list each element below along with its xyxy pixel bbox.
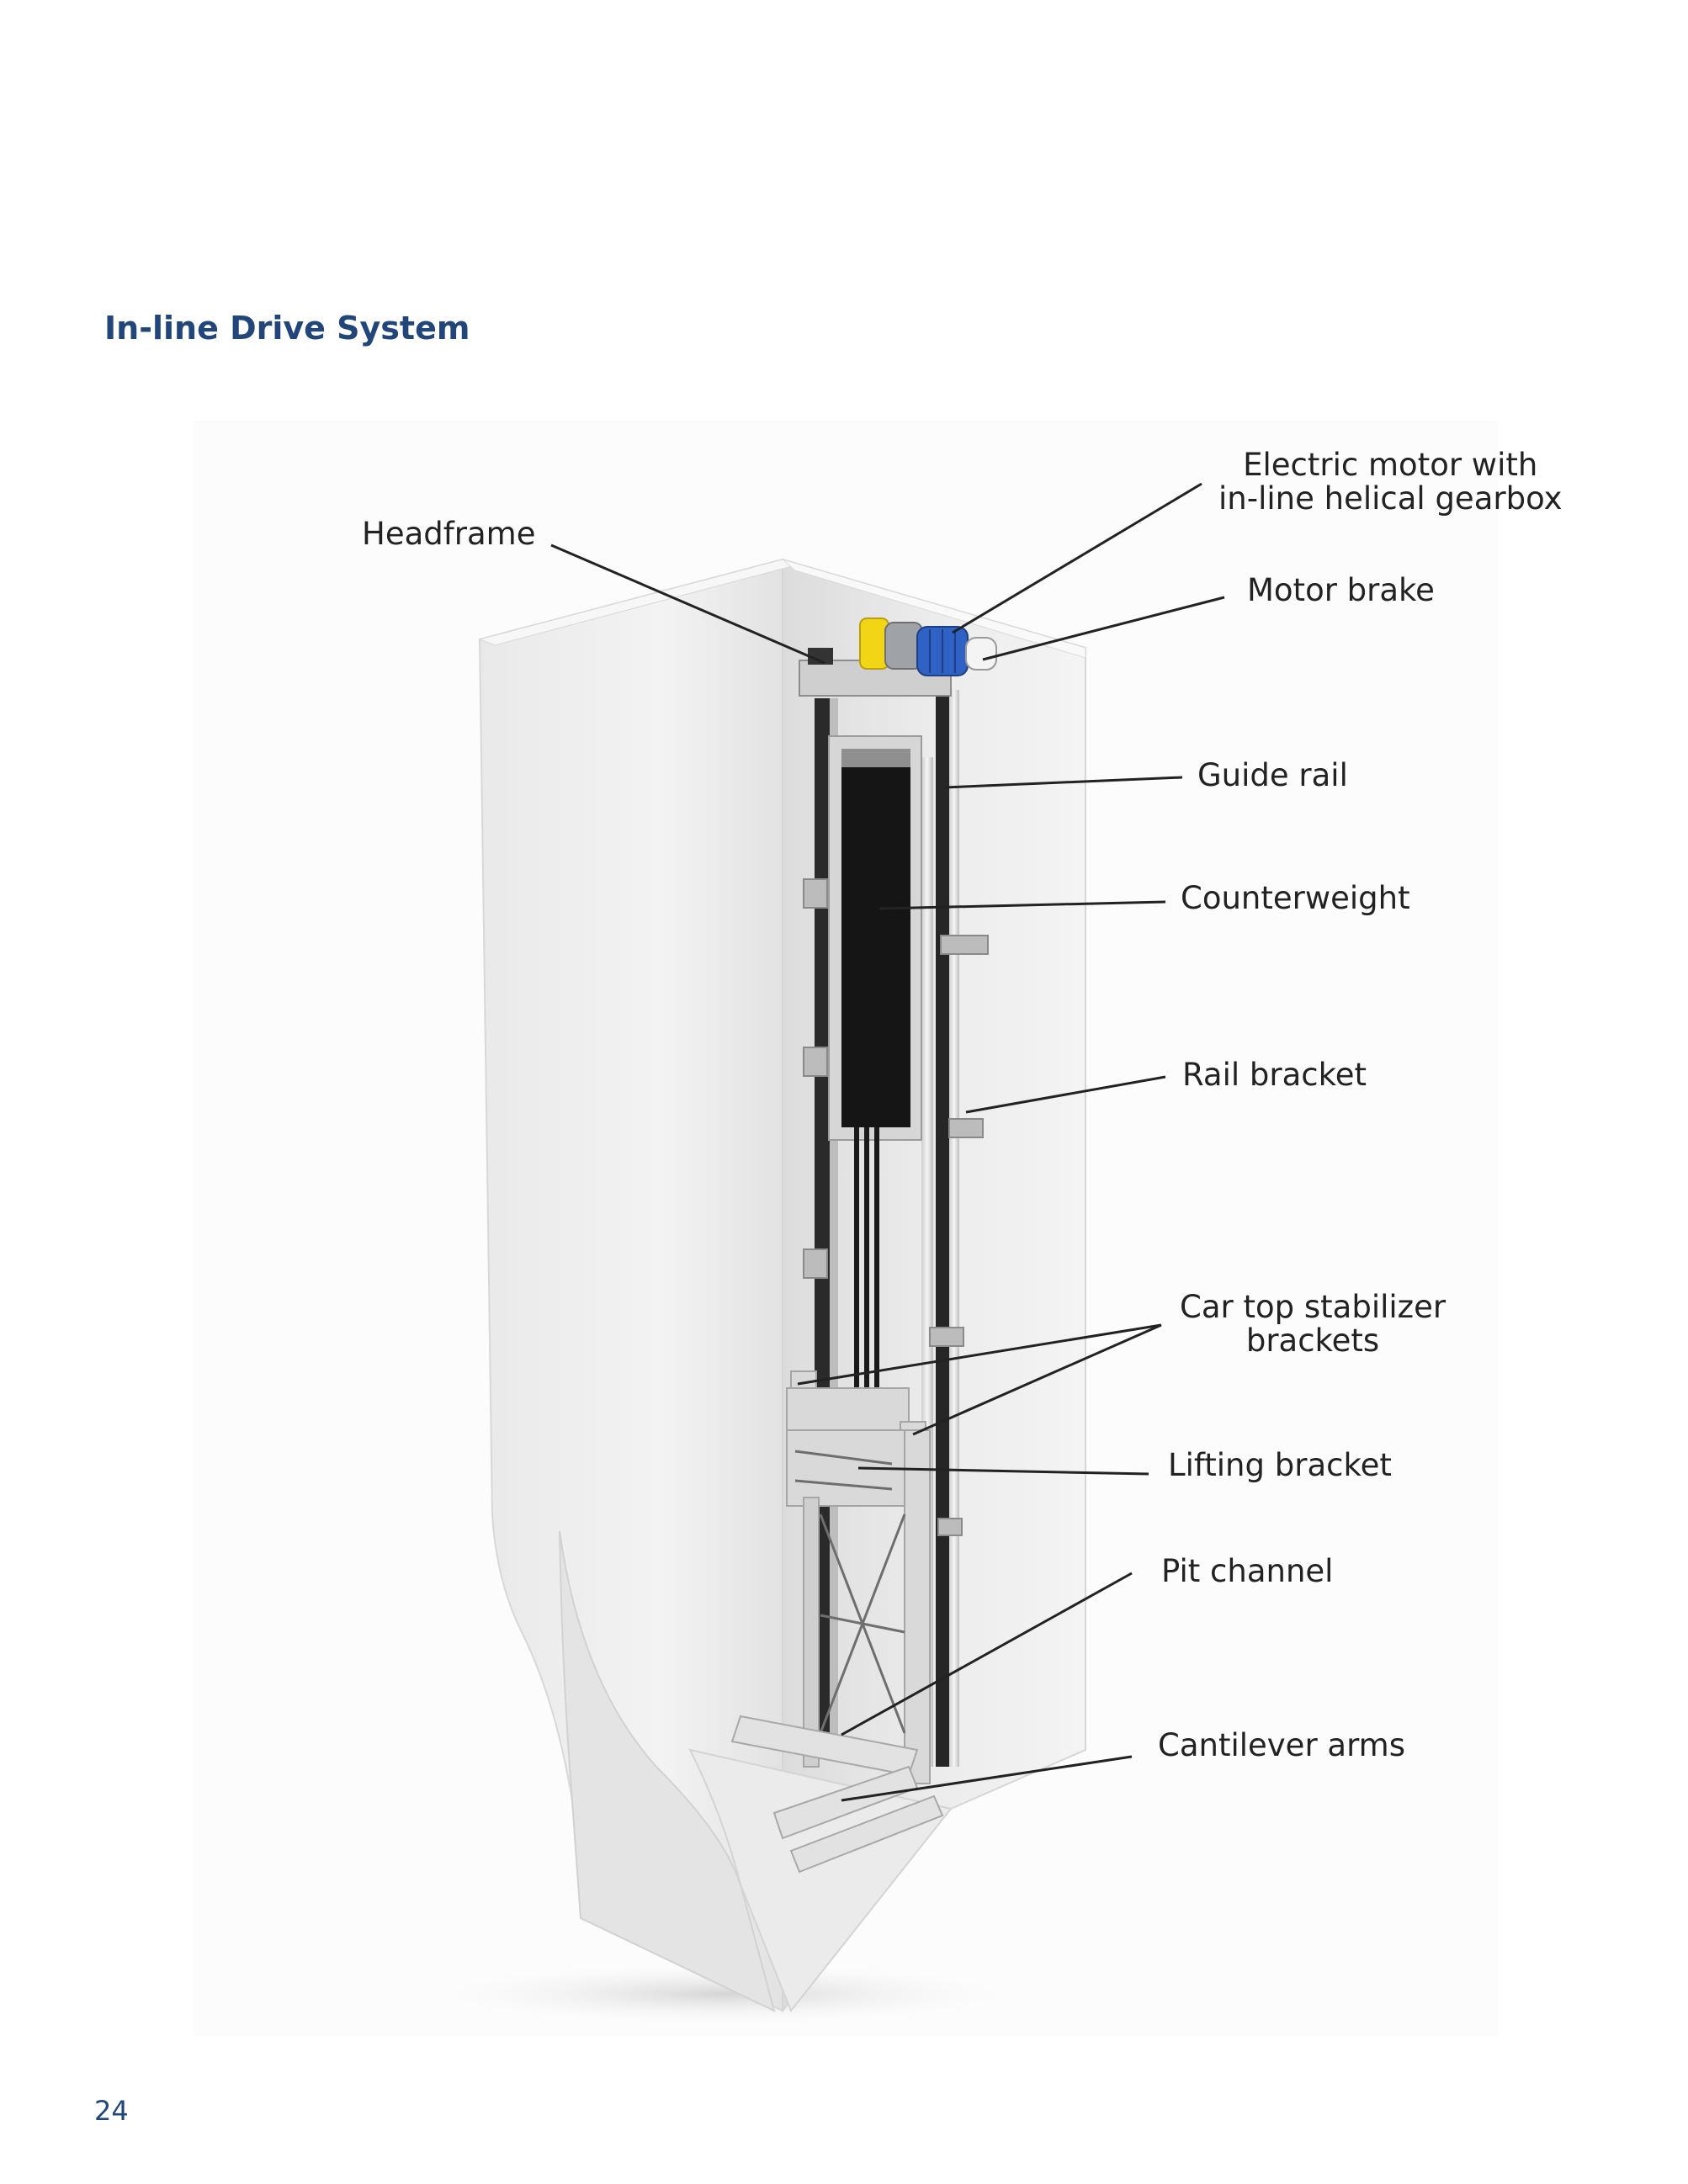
- motor-brake: [965, 637, 997, 671]
- callout-car-top-stabilizer: Car top stabilizer brackets: [1180, 1291, 1446, 1358]
- leader-lifting-bracket: [857, 1466, 1149, 1476]
- pit-assembly: [730, 1715, 944, 1874]
- callout-electric-motor: Electric motor with in-line helical gear…: [1218, 448, 1562, 516]
- leader-cantilever-arms: [841, 1755, 1133, 1802]
- leader-pit-channel: [841, 1572, 1133, 1736]
- rail-bracket: [803, 1248, 828, 1279]
- floor-shadow: [404, 1960, 1043, 2028]
- rail-bracket: [948, 1118, 984, 1138]
- sling-stile-left: [803, 1497, 820, 1768]
- leader-stabilizer-2: [912, 1323, 1162, 1436]
- guide-rail-right-face: [949, 690, 959, 1767]
- leader-motor-brake: [982, 596, 1225, 661]
- callout-electric-motor-line1: Electric motor with: [1243, 447, 1538, 483]
- counterweight-block: [841, 766, 910, 1127]
- leader-guide-rail: [943, 776, 1183, 789]
- callout-motor-brake: Motor brake: [1247, 572, 1435, 608]
- car-top-crosshead: [786, 1387, 910, 1431]
- car-sling: [786, 1370, 931, 1784]
- section-title: In-line Drive System: [104, 310, 470, 347]
- leader-stabilizer-1: [797, 1323, 1162, 1386]
- page-number: 24: [94, 2095, 129, 2127]
- rail-bracket: [937, 1518, 963, 1536]
- rail-bracket: [929, 1327, 964, 1347]
- rail-brackets: [803, 878, 989, 1536]
- callout-rail-bracket: Rail bracket: [1182, 1057, 1367, 1093]
- callout-headframe: Headframe: [362, 516, 536, 552]
- leader-lines: [550, 482, 1225, 1802]
- shaft-left-wall: [478, 558, 783, 2012]
- headframe-mount: [808, 648, 833, 665]
- rail-bracket: [803, 878, 828, 909]
- leader-rail-bracket: [965, 1075, 1166, 1114]
- shaft-left-cutaway: [559, 1530, 776, 2012]
- headframe-assembly: [799, 618, 997, 697]
- callout-stabilizer-line2: brackets: [1245, 1323, 1380, 1359]
- leader-motor: [952, 482, 1202, 634]
- leader-headframe: [550, 543, 825, 665]
- shaft-top-edge-right: [782, 559, 1086, 659]
- guide-rail-left-face: [830, 698, 838, 1750]
- lifting-bracket-detail: [794, 1450, 906, 1734]
- callout-counterweight: Counterweight: [1181, 880, 1410, 916]
- callout-electric-motor-line2: in-line helical gearbox: [1218, 480, 1563, 517]
- counterweight-assembly: [828, 735, 922, 1141]
- callout-cantilever-arms: Cantilever arms: [1158, 1727, 1405, 1763]
- motor-coupling: [859, 618, 889, 670]
- cantilever-arm: [789, 1794, 944, 1874]
- rail-bracket: [803, 1047, 828, 1077]
- callout-lifting-bracket: Lifting bracket: [1168, 1447, 1392, 1483]
- rail-bracket: [940, 935, 989, 955]
- leader-counterweight: [879, 900, 1166, 910]
- sling-stile: [904, 1429, 931, 1784]
- callout-stabilizer-line1: Car top stabilizer: [1180, 1289, 1446, 1325]
- callout-guide-rail: Guide rail: [1197, 757, 1348, 793]
- guide-rail-right: [936, 690, 949, 1767]
- callout-pit-channel: Pit channel: [1161, 1553, 1334, 1589]
- counterweight-top-plate: [841, 749, 910, 767]
